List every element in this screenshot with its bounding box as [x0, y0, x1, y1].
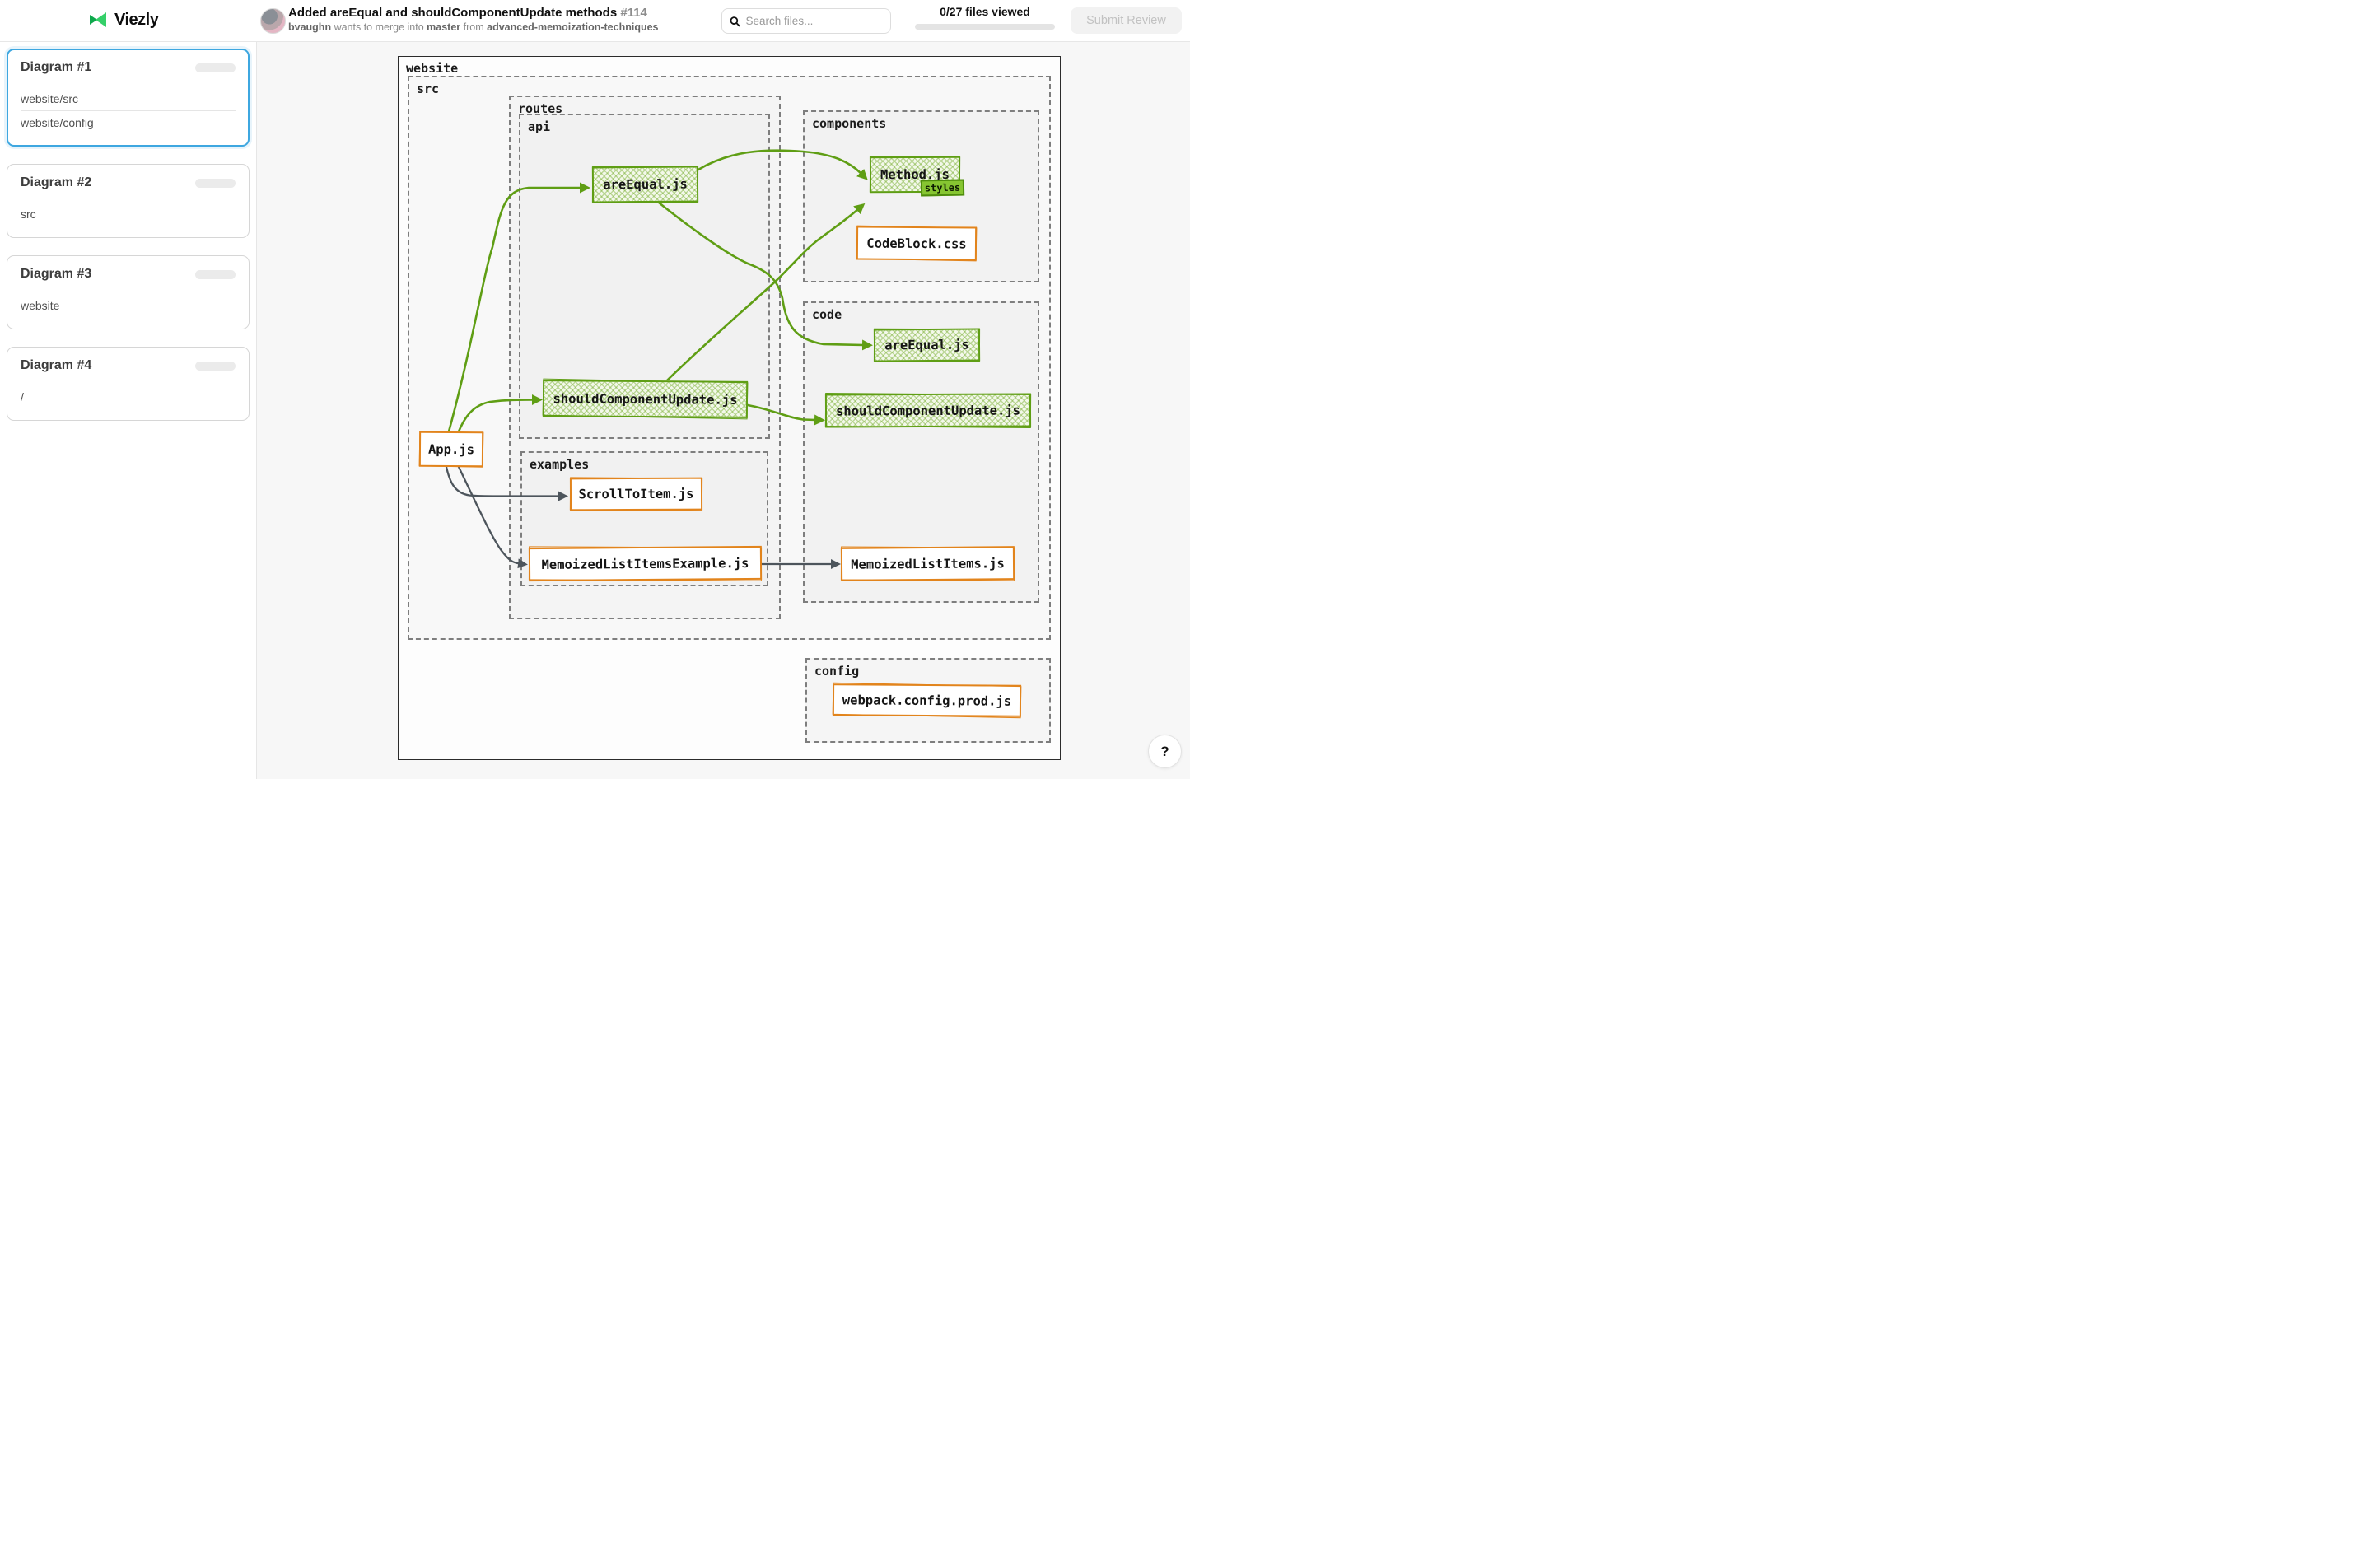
node-label: CodeBlock.css [866, 236, 966, 251]
node-label: shouldComponentUpdate.js [553, 391, 737, 408]
submit-review-button[interactable]: Submit Review [1071, 7, 1182, 34]
pr-header: Added areEqual and shouldComponentUpdate… [288, 6, 659, 33]
container-website-label: website [406, 61, 458, 76]
diagram-path-item[interactable]: website/src [21, 87, 236, 110]
pr-merge-text: wants to merge into [334, 21, 424, 33]
node-label: MemoizedListItems.js [851, 556, 1005, 571]
diagram-card-title: Diagram #3 [21, 267, 91, 282]
diagram-path-item[interactable]: / [21, 385, 236, 408]
container-config-label: config [814, 664, 859, 679]
container-code-label: code [812, 307, 842, 322]
sidebar: Diagram #1 website/src website/config Di… [0, 42, 257, 779]
card-skeleton-pill [195, 179, 236, 188]
container-api-label: api [528, 119, 550, 134]
brand-logo[interactable]: Viezly [87, 9, 158, 30]
app-stage: website src routes api examples componen… [0, 0, 1190, 779]
viezly-logo-icon [87, 9, 109, 30]
diagram-path-item[interactable]: website/config [21, 110, 236, 134]
search-icon [730, 16, 740, 27]
diagram-card-4[interactable]: Diagram #4 / [7, 347, 250, 421]
diagram-path-item[interactable]: website [21, 294, 236, 317]
brand-name: Viezly [114, 11, 158, 30]
node-webpack-config[interactable]: webpack.config.prod.js [833, 683, 1021, 717]
node-label: MemoizedListItemsExample.js [541, 556, 749, 572]
pr-head-branch: advanced-memoization-techniques [487, 21, 658, 33]
files-viewed-label: 0/27 files viewed [915, 5, 1055, 18]
node-label: ScrollToItem.js [578, 487, 693, 502]
files-viewed: 0/27 files viewed [915, 5, 1055, 30]
node-memoizedlistitems[interactable]: MemoizedListItems.js [841, 546, 1015, 581]
diagram-card-3[interactable]: Diagram #3 website [7, 255, 250, 329]
search-box[interactable] [721, 8, 891, 34]
help-button[interactable]: ? [1148, 735, 1182, 768]
node-shouldcomponentupdate-code[interactable]: shouldComponentUpdate.js [825, 393, 1031, 427]
card-paths: src [21, 203, 236, 226]
card-skeleton-pill [195, 270, 236, 279]
card-head: Diagram #3 [21, 267, 236, 282]
node-method-styles-badge[interactable]: styles [921, 180, 964, 197]
node-memoizedlistitemsexample[interactable]: MemoizedListItemsExample.js [529, 546, 762, 581]
node-areequal-api[interactable]: areEqual.js [592, 166, 698, 203]
node-areequal-code[interactable]: areEqual.js [874, 328, 980, 362]
node-label: areEqual.js [884, 338, 969, 353]
diagram-card-title: Diagram #4 [21, 358, 91, 373]
diagram-card-2[interactable]: Diagram #2 src [7, 164, 250, 238]
diagram-card-title: Diagram #1 [21, 60, 91, 75]
card-head: Diagram #2 [21, 175, 236, 190]
node-codeblock-css[interactable]: CodeBlock.css [856, 226, 977, 260]
card-head: Diagram #1 [21, 60, 236, 75]
header: Viezly Added areEqual and shouldComponen… [0, 0, 1190, 42]
node-scrolltoitem[interactable]: ScrollToItem.js [570, 478, 702, 511]
pr-from-text: from [464, 21, 484, 33]
node-app[interactable]: App.js [419, 431, 483, 468]
diagram-card-title: Diagram #2 [21, 175, 91, 190]
pr-base-branch: master [427, 21, 460, 33]
container-components-label: components [812, 116, 886, 131]
avatar[interactable] [260, 8, 286, 34]
card-paths: website/src website/config [21, 87, 236, 134]
node-label: App.js [428, 441, 474, 456]
node-label: shouldComponentUpdate.js [836, 403, 1020, 418]
files-viewed-progress [915, 24, 1055, 30]
card-paths: website [21, 294, 236, 317]
card-skeleton-pill [195, 63, 236, 72]
card-head: Diagram #4 [21, 358, 236, 373]
card-paths: / [21, 385, 236, 408]
diagram-path-item[interactable]: src [21, 203, 236, 226]
pr-title-text: Added areEqual and shouldComponentUpdate… [288, 6, 617, 20]
card-skeleton-pill [195, 362, 236, 371]
pr-subtitle: bvaughn wants to merge into master from … [288, 21, 659, 33]
diagram-card-1[interactable]: Diagram #1 website/src website/config [7, 49, 250, 147]
node-shouldcomponentupdate-api[interactable]: shouldComponentUpdate.js [543, 380, 748, 418]
help-label: ? [1160, 744, 1169, 760]
node-label: webpack.config.prod.js [842, 693, 1011, 708]
search-input[interactable] [746, 15, 883, 27]
container-src-label: src [417, 82, 439, 96]
pr-number: #114 [620, 6, 647, 20]
badge-label: styles [925, 182, 961, 194]
node-label: areEqual.js [603, 177, 688, 193]
pr-author: bvaughn [288, 21, 331, 33]
pr-title: Added areEqual and shouldComponentUpdate… [288, 6, 659, 20]
container-examples-label: examples [530, 457, 589, 472]
